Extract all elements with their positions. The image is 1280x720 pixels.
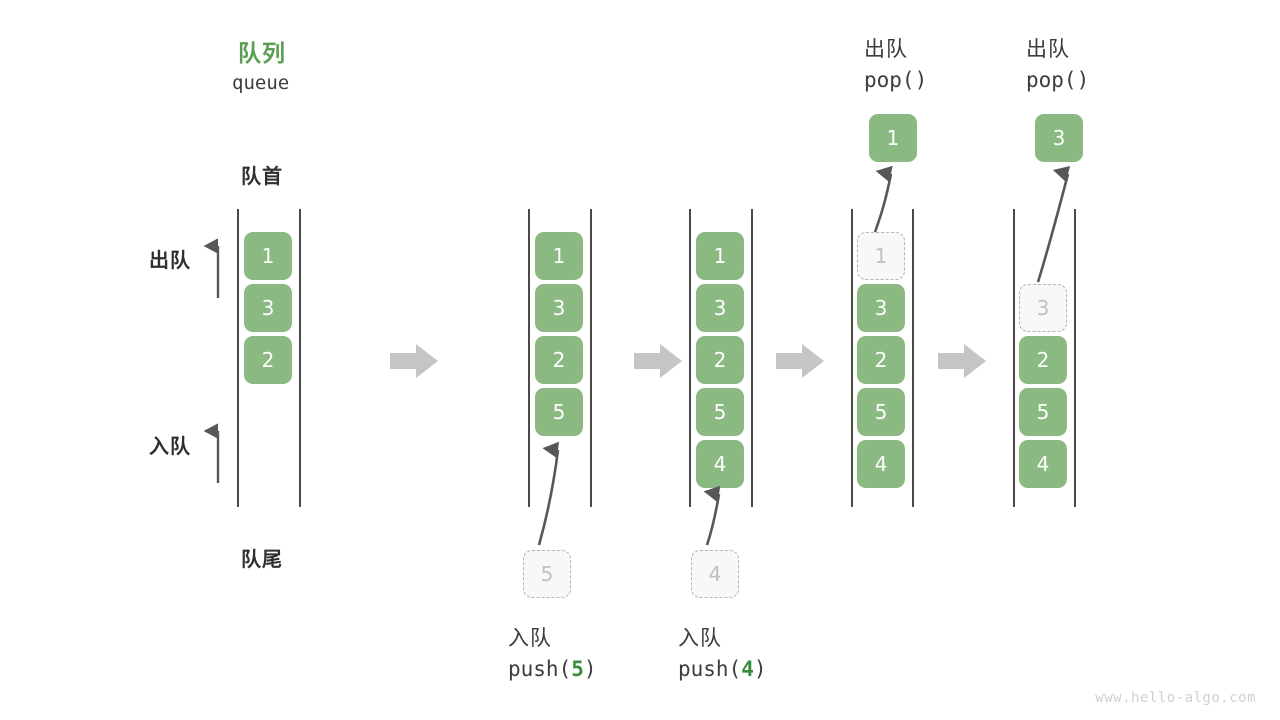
popped-box: 1 <box>869 114 917 162</box>
queue-cell: 5 <box>857 388 905 436</box>
queue-title-cn: 队列 <box>238 41 286 67</box>
code-suffix: ) <box>583 657 597 681</box>
panel2-caption-cn: 入队 <box>508 626 552 650</box>
queue-cell: 2 <box>535 336 583 384</box>
queue-rail-right-p1 <box>299 209 301 507</box>
queue-rail-left-p1 <box>237 209 239 507</box>
step-arrow-icon <box>938 344 986 378</box>
queue-cell: 2 <box>244 336 292 384</box>
queue-title-en: queue <box>232 72 290 94</box>
queue-cell: 1 <box>244 232 292 280</box>
queue-rail-left-p5 <box>1013 209 1015 507</box>
queue-head-label: 队首 <box>241 164 283 188</box>
queue-cell: 2 <box>857 336 905 384</box>
panel2-caption-code: push(5) <box>508 657 597 681</box>
popped-box: 3 <box>1035 114 1083 162</box>
panel4-top-cn: 出队 <box>864 37 908 61</box>
queue-rail-right-p5 <box>1074 209 1076 507</box>
queue-cell: 2 <box>696 336 744 384</box>
queue-cell-new: 5 <box>535 388 583 436</box>
code-prefix: push( <box>508 657 572 681</box>
queue-cell: 3 <box>857 284 905 332</box>
panel5-top-cn: 出队 <box>1026 37 1070 61</box>
panel3-caption-code: push(4) <box>678 657 767 681</box>
queue-rail-right-p2 <box>590 209 592 507</box>
code-arg: 4 <box>741 657 754 681</box>
queue-rail-right-p4 <box>912 209 914 507</box>
pending-push-box: 5 <box>523 550 571 598</box>
queue-cell: 1 <box>535 232 583 280</box>
queue-cell: 5 <box>1019 388 1067 436</box>
code-prefix: push( <box>678 657 742 681</box>
queue-rail-right-p3 <box>751 209 753 507</box>
queue-rail-left-p2 <box>528 209 530 507</box>
pop-arrow-p4 <box>873 165 893 233</box>
queue-cell: 1 <box>696 232 744 280</box>
step-arrow-icon <box>776 344 824 378</box>
queue-cell: 5 <box>696 388 744 436</box>
pop-arrow-p5 <box>1036 165 1071 283</box>
enqueue-direction-label: 入队 <box>149 434 191 458</box>
queue-cell: 4 <box>857 440 905 488</box>
step-arrow-icon <box>634 344 682 378</box>
step-arrow-icon <box>390 344 438 378</box>
queue-cell: 3 <box>244 284 292 332</box>
queue-cell: 2 <box>1019 336 1067 384</box>
panel3-caption-cn: 入队 <box>678 626 722 650</box>
dequeue-direction-label: 出队 <box>149 248 191 272</box>
queue-cell-removed: 1 <box>857 232 905 280</box>
panel4-top-code: pop() <box>864 68 928 92</box>
panel5-top-code: pop() <box>1026 68 1090 92</box>
queue-cell: 4 <box>1019 440 1067 488</box>
queue-rail-left-p4 <box>851 209 853 507</box>
pending-push-box: 4 <box>691 550 739 598</box>
push-arrow-p2 <box>537 441 560 546</box>
queue-tail-label: 队尾 <box>241 547 283 571</box>
code-suffix: ) <box>753 657 767 681</box>
code-arg: 5 <box>571 657 584 681</box>
enqueue-direction-arrow <box>203 423 220 483</box>
queue-rail-left-p3 <box>689 209 691 507</box>
push-arrow-p3 <box>703 485 721 546</box>
queue-cell-new: 4 <box>696 440 744 488</box>
dequeue-direction-arrow <box>203 238 220 298</box>
watermark: www.hello-algo.com <box>1095 690 1256 706</box>
queue-cell-removed: 3 <box>1019 284 1067 332</box>
queue-cell: 3 <box>535 284 583 332</box>
queue-cell: 3 <box>696 284 744 332</box>
